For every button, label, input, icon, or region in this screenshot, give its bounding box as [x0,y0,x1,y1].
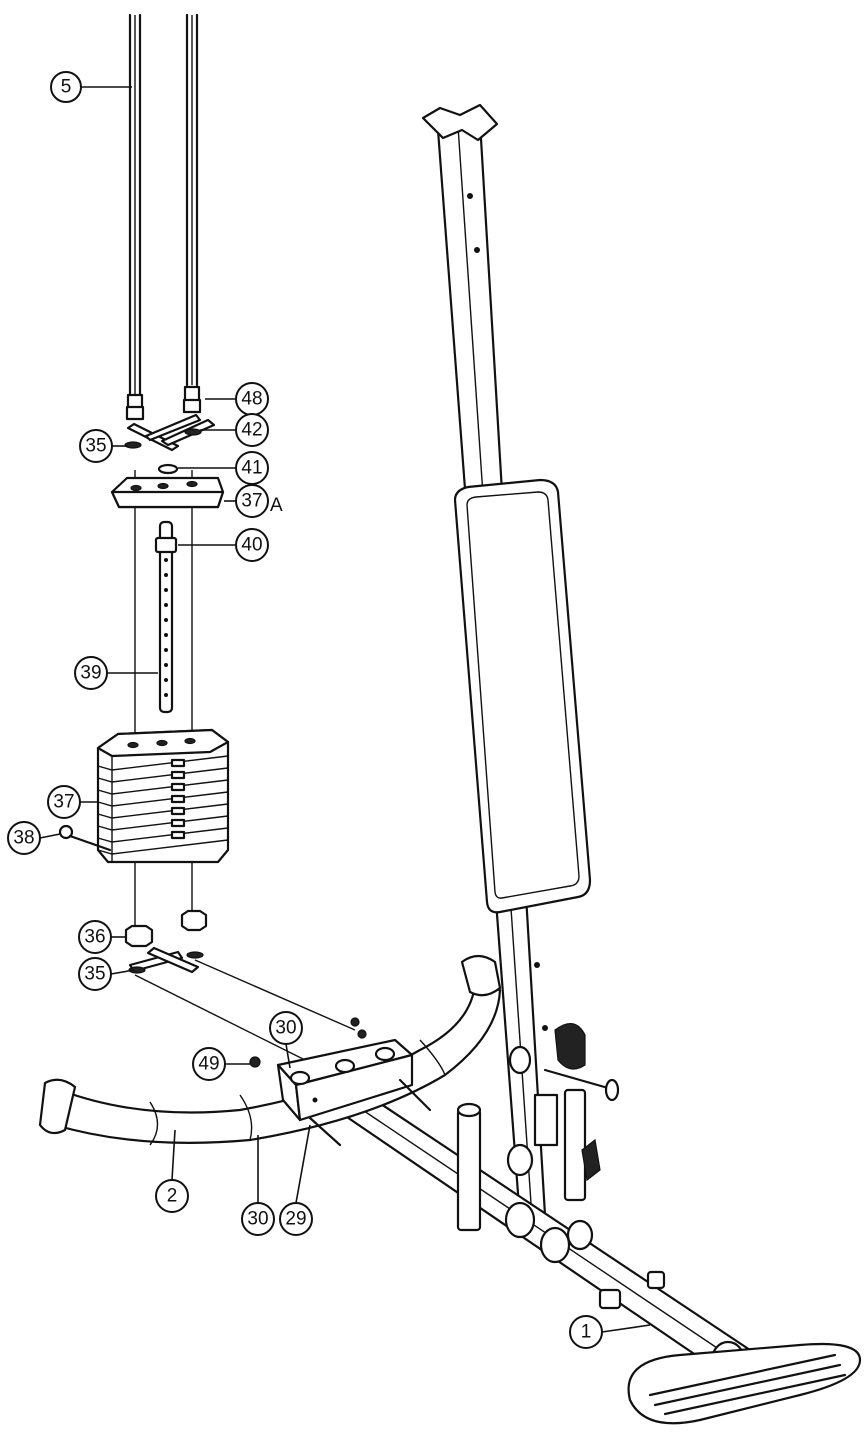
callout-40: 40 [235,528,269,562]
weight-stack [96,728,230,864]
guide-rods [128,13,199,930]
svg-text:29: 29 [285,1209,306,1230]
svg-text:36: 36 [84,927,105,948]
callout-1: 1 [569,1315,603,1349]
svg-text:30: 30 [247,1209,268,1230]
svg-text:35: 35 [84,964,105,985]
weight-pin [58,824,112,852]
callout-37a: 37 [235,484,269,518]
svg-text:30: 30 [275,1018,296,1039]
foot-plate [627,1342,862,1425]
leader-lines [39,86,651,1333]
top-plate [110,476,225,509]
selector-rod [154,520,178,714]
callout-5: 5 [50,71,82,103]
svg-text:37: 37 [241,491,262,512]
callout-41: 41 [235,451,269,485]
svg-text:48: 48 [241,389,262,410]
svg-text:37: 37 [53,792,74,813]
rod-top-fittings [125,385,202,421]
cross-plates-lower [128,946,204,974]
svg-text:42: 42 [241,420,262,441]
back-pad [453,478,592,914]
bolts [249,1017,432,1147]
callout-37: 37 [47,785,81,819]
callout-38: 38 [7,821,41,855]
callout-29: 29 [279,1202,313,1236]
svg-text:39: 39 [80,663,101,684]
curved-bar [38,954,502,1146]
washer-41 [157,463,179,475]
callout-42: 42 [235,413,269,447]
svg-text:38: 38 [13,828,34,849]
svg-text:35: 35 [85,436,106,457]
cross-plates-upper [124,413,216,452]
callout-36: 36 [78,920,112,954]
callout-2: 2 [155,1179,189,1213]
bumpers [124,909,208,948]
svg-text:1: 1 [581,1322,592,1343]
svg-text:5: 5 [61,77,72,98]
callout-37a-suffix: A [270,495,283,516]
assembly-line-right [194,959,356,1031]
callout-35-upper: 35 [79,429,113,463]
svg-text:2: 2 [167,1186,178,1207]
callout-30-lower: 30 [241,1202,275,1236]
callout-48: 48 [235,382,269,416]
assembly-line-left [134,974,306,1061]
callout-39: 39 [74,656,108,690]
svg-text:49: 49 [198,1054,219,1075]
callout-35-lower: 35 [78,957,112,991]
callout-49: 49 [192,1047,226,1081]
svg-text:41: 41 [241,458,262,479]
rear-joints [456,1023,666,1310]
callout-30-upper: 30 [269,1011,303,1045]
svg-text:40: 40 [241,535,262,556]
center-bracket [276,1038,414,1122]
